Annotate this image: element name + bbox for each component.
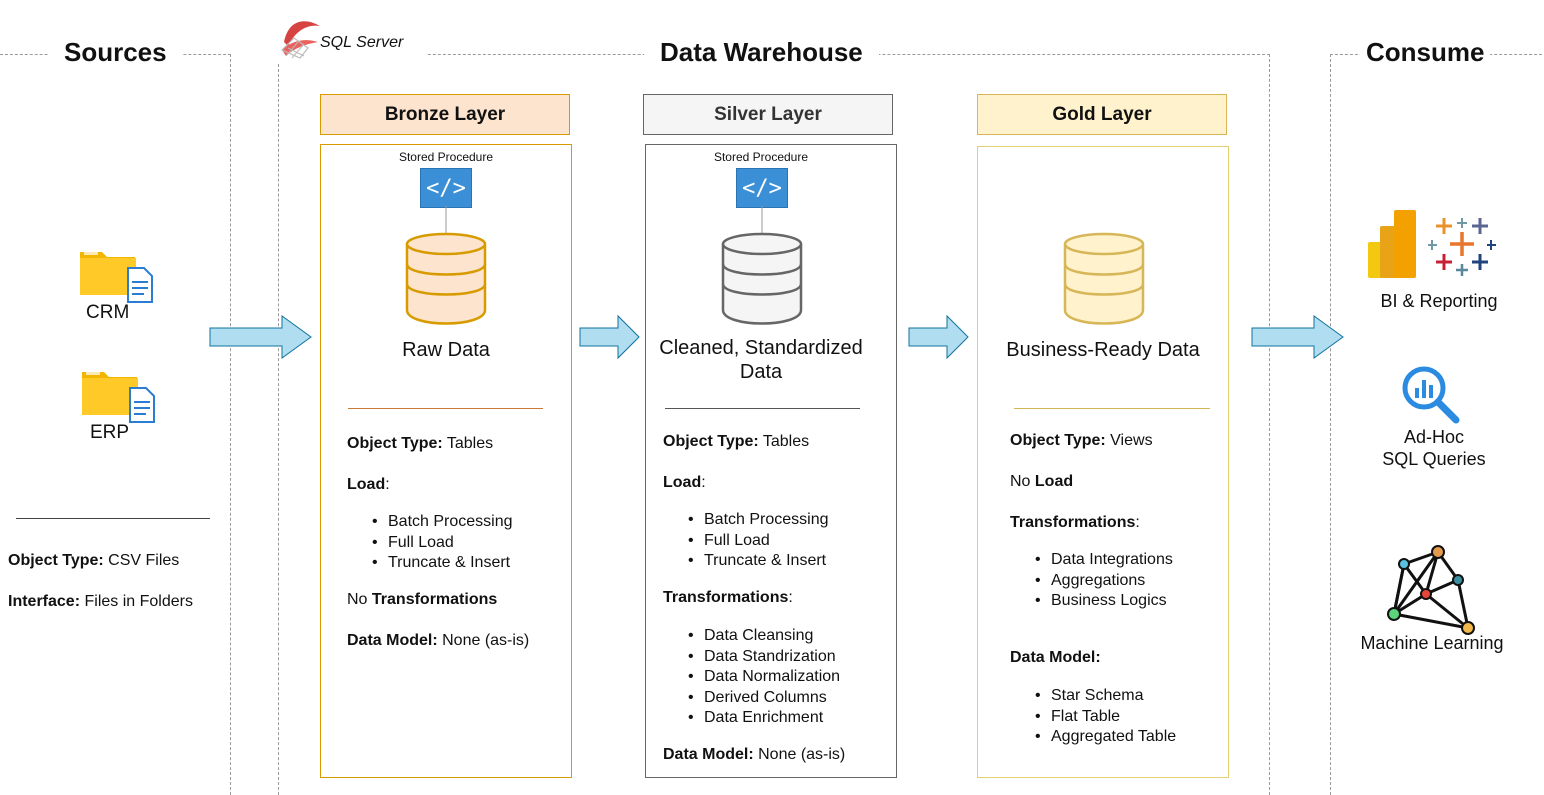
silver-transformations-label: Transformations: — [663, 589, 793, 606]
silver-divider — [665, 408, 860, 409]
sources-object-type: Object Type: CSV Files — [8, 552, 180, 569]
database-icon — [1063, 232, 1145, 325]
bronze-transformations: No Transformations — [347, 591, 498, 608]
source-erp-label: ERP — [90, 422, 130, 443]
database-icon — [721, 232, 803, 325]
gold-transform-list: Data Integrations Aggregations Business … — [1035, 550, 1173, 612]
power-bi-icon — [1368, 210, 1416, 278]
code-icon: </> — [420, 168, 472, 208]
source-crm-label: CRM — [86, 302, 130, 323]
warehouse-title: Data Warehouse — [644, 36, 879, 68]
silver-transform-list: Data Cleansing Data Standrization Data N… — [688, 626, 840, 729]
list-item: Truncate & Insert — [372, 553, 513, 574]
flow-arrow — [579, 314, 640, 360]
list-item: Aggregated Table — [1035, 727, 1176, 748]
list-item: Full Load — [688, 531, 829, 552]
sources-interface: Interface: Files in Folders — [8, 593, 193, 610]
sql-server-logo: SQL Server — [278, 12, 426, 62]
bronze-object-type: Object Type: Tables — [347, 435, 494, 452]
gold-data-label: Business-Ready Data — [1006, 339, 1200, 361]
bronze-load-list: Batch Processing Full Load Truncate & In… — [372, 512, 513, 574]
network-graph-icon — [1387, 545, 1475, 635]
silver-data-model: Data Model: None (as-is) — [663, 746, 846, 763]
bronze-load-label: Load: — [347, 476, 390, 493]
bronze-stored-procedure-label: Stored Procedure — [398, 150, 494, 164]
sources-title: Sources — [48, 36, 183, 68]
tableau-icon — [1428, 218, 1496, 276]
silver-object-type: Object Type: Tables — [663, 433, 810, 450]
gold-load: No Load — [1010, 473, 1074, 490]
silver-load-label: Load: — [663, 474, 706, 491]
silver-data-label-line1: Cleaned, Standardized — [659, 337, 863, 359]
list-item: Batch Processing — [372, 512, 513, 533]
silver-layer-header: Silver Layer — [643, 94, 893, 135]
gold-divider — [1014, 408, 1210, 409]
list-item: Full Load — [372, 533, 513, 554]
silver-stored-procedure-label: Stored Procedure — [713, 150, 809, 164]
gold-transformations-label: Transformations: — [1010, 514, 1140, 531]
list-item: Flat Table — [1035, 707, 1176, 728]
gold-data-model-list: Star Schema Flat Table Aggregated Table — [1035, 686, 1176, 748]
consume-title: Consume — [1360, 36, 1491, 68]
gold-layer-box — [977, 146, 1229, 778]
consume-bi-label: BI & Reporting — [1380, 291, 1498, 311]
consume-ml-label: Machine Learning — [1360, 633, 1504, 653]
list-item: Truncate & Insert — [688, 551, 829, 572]
flow-arrow — [209, 315, 312, 359]
list-item: Data Cleansing — [688, 626, 840, 647]
code-icon: </> — [736, 168, 788, 208]
database-icon — [405, 232, 487, 325]
list-item: Business Logics — [1035, 591, 1173, 612]
gold-layer-header: Gold Layer — [977, 94, 1227, 135]
consume-adhoc-label-line2: SQL Queries — [1382, 449, 1486, 469]
sql-server-label: SQL Server — [320, 34, 404, 51]
gold-data-model-label: Data Model: — [1010, 649, 1101, 666]
list-item: Batch Processing — [688, 510, 829, 531]
flow-arrow — [1251, 315, 1344, 359]
consume-adhoc-label-line1: Ad-Hoc — [1403, 427, 1465, 447]
list-item: Data Integrations — [1035, 550, 1173, 571]
list-item: Star Schema — [1035, 686, 1176, 707]
sql-server-icon — [280, 21, 320, 59]
list-item: Data Standrization — [688, 647, 840, 668]
flow-arrow — [908, 314, 969, 360]
bronze-data-model: Data Model: None (as-is) — [347, 632, 530, 649]
list-item: Data Normalization — [688, 667, 840, 688]
analytics-search-icon — [1402, 366, 1460, 424]
list-item: Aggregations — [1035, 571, 1173, 592]
list-item: Derived Columns — [688, 688, 840, 709]
gold-object-type: Object Type: Views — [1010, 432, 1153, 449]
silver-load-list: Batch Processing Full Load Truncate & In… — [688, 510, 829, 572]
folder-file-icon — [80, 252, 153, 303]
list-item: Data Enrichment — [688, 708, 840, 729]
bronze-layer-header: Bronze Layer — [320, 94, 570, 135]
bronze-divider — [348, 408, 543, 409]
sources-divider — [16, 518, 210, 519]
folder-file-icon — [82, 372, 155, 423]
silver-data-label-line2: Data — [739, 361, 783, 383]
bronze-data-label: Raw Data — [402, 339, 490, 361]
